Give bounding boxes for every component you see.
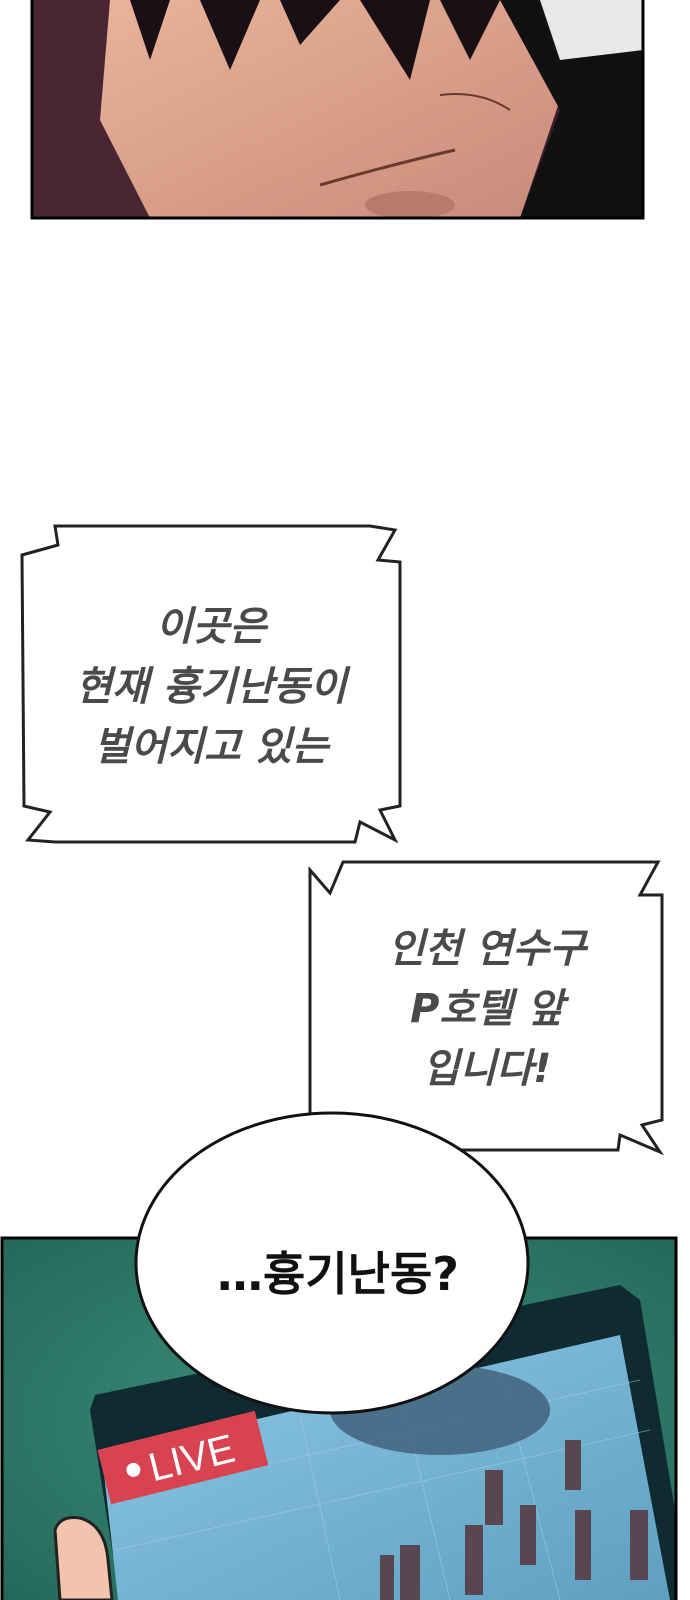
caption-2-line-2: P호텔 앞	[410, 986, 570, 1032]
caption-1-line-3: 벌어지고 있는	[94, 724, 332, 770]
crowd	[380, 1440, 648, 1600]
live-dot-icon	[126, 1462, 141, 1477]
caption-2-line-3: 입니다!	[423, 1046, 552, 1092]
top-panel-face-closeup	[32, 0, 643, 218]
caption-2-line-1: 인천 연수구	[388, 926, 589, 972]
speech-bubble: …흉기난동?	[134, 1111, 530, 1415]
caption-1-line-2: 현재 흉기난동이	[75, 664, 351, 710]
thumb	[53, 1516, 114, 1600]
caption-box-2: 인천 연수구 P호텔 앞 입니다!	[308, 860, 665, 1156]
speech-text: …흉기난동?	[217, 1247, 459, 1301]
caption-1-line-1: 이곳은	[156, 604, 269, 650]
top-panel-border	[30, 0, 645, 220]
caption-box-1: 이곳은 현재 흉기난동이 벌어지고 있는	[20, 524, 402, 844]
